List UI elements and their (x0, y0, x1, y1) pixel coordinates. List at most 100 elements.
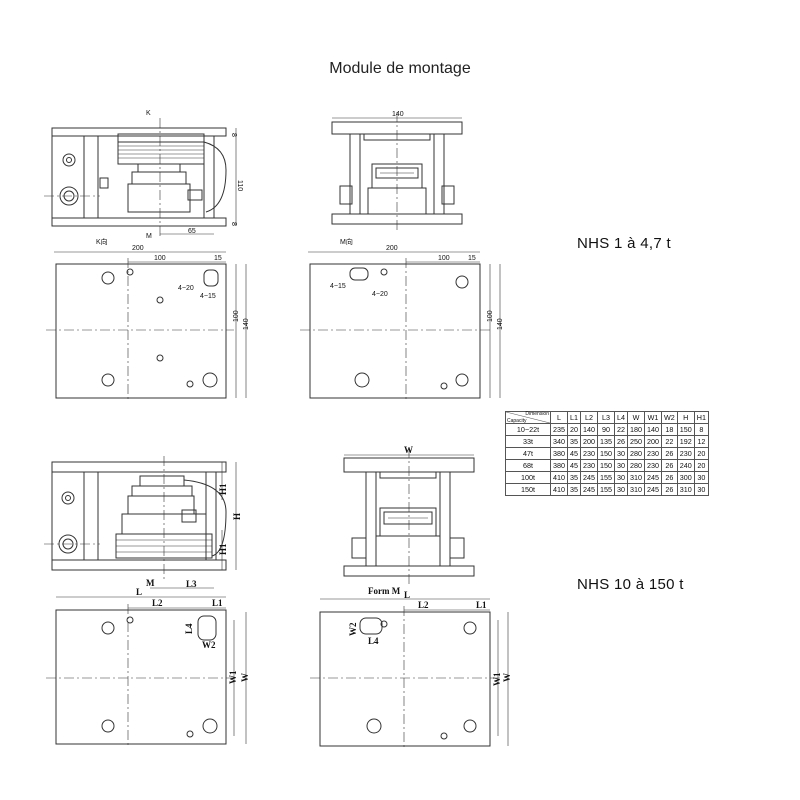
table-cell: 30 (693, 483, 709, 496)
plan-view-large-left: L L2 L1 L4 W2 W1 W (46, 587, 250, 748)
dim-w-left: W (240, 673, 250, 682)
dim-l2-left: L2 (152, 598, 163, 608)
table-cell: 245 (580, 471, 598, 484)
table-cell: 230 (644, 459, 662, 472)
dim-l4-left: L4 (184, 623, 194, 634)
dim-l1-right: L1 (476, 600, 487, 610)
label-small-range: NHS 1 à 4,7 t (577, 235, 671, 252)
corner-diagonal (506, 412, 550, 423)
plan-view-small-k: 200 100 15 4−20 4−15 100 140 (46, 245, 250, 402)
table-cell: 410 (550, 483, 568, 496)
table-cell: 22 (614, 423, 628, 436)
table-header: L (550, 411, 568, 424)
dim-200-left: 200 (132, 245, 144, 252)
table-cell: 45 (567, 459, 581, 472)
table-cell: 192 (676, 435, 695, 448)
table-cell: 26 (661, 471, 678, 484)
table-capacity-cell: 10−22t (505, 423, 551, 436)
dim-100v-left: 100 (233, 310, 240, 322)
table-cell: 30 (614, 459, 628, 472)
dim-100-left: 100 (154, 255, 166, 262)
table-header: H (676, 411, 695, 424)
table-cell: 26 (661, 483, 678, 496)
table-cell: 30 (614, 483, 628, 496)
view-k: K向 (96, 237, 108, 246)
mark-m: M (146, 233, 152, 240)
table-cell: 410 (550, 471, 568, 484)
table-cell: 380 (550, 459, 568, 472)
mark-k: K (146, 110, 151, 117)
dim-140-top: 140 (392, 111, 404, 118)
corner-capacity: Capacity (507, 418, 527, 424)
dim-8-top: 8 (230, 133, 237, 137)
dim-l2-right: L2 (418, 600, 429, 610)
dim-15-right: 15 (468, 255, 476, 262)
table-cell: 245 (580, 483, 598, 496)
table-header: L3 (597, 411, 615, 424)
dim-l4-right: L4 (368, 636, 379, 646)
table-cell: 310 (627, 471, 645, 484)
table-cell: 26 (661, 459, 678, 472)
table-header: L1 (567, 411, 581, 424)
dim-w2-left: W2 (202, 640, 216, 650)
table-cell: 135 (597, 435, 615, 448)
table-cell: 150 (676, 423, 695, 436)
table-cell: 230 (644, 447, 662, 460)
table-cell: 240 (676, 459, 695, 472)
page-title: Module de montage (329, 60, 471, 77)
dim-w2-right: W2 (348, 622, 358, 636)
table-cell: 155 (597, 483, 615, 496)
table-header: W (627, 411, 645, 424)
dim-4-20-right: 4−20 (372, 291, 388, 298)
table-capacity-cell: 100t (505, 471, 551, 484)
table-cell: 26 (661, 447, 678, 460)
table-cell: 35 (567, 471, 581, 484)
table-header: L4 (614, 411, 628, 424)
dim-w1-left: W1 (228, 670, 238, 684)
table-cell: 180 (627, 423, 645, 436)
dim-100v-right: 100 (487, 310, 494, 322)
plan-view-large-right: Form M L L2 L1 W2 L4 W1 W (310, 586, 512, 750)
table-cell: 230 (676, 447, 695, 460)
table-cell: 20 (693, 447, 709, 460)
table-cell: 140 (580, 423, 598, 436)
table-cell: 280 (627, 447, 645, 460)
side-view-large: H1 H H1 L3 M (44, 456, 242, 589)
table-cell: 310 (627, 483, 645, 496)
table-header: H1 (693, 411, 709, 424)
table-cell: 20 (567, 423, 581, 436)
table-cell: 155 (597, 471, 615, 484)
table-header: W2 (661, 411, 678, 424)
table-cell: 26 (614, 435, 628, 448)
dim-l3: L3 (186, 579, 197, 589)
front-view-small: 140 M向 (331, 111, 463, 246)
table-cell: 20 (693, 459, 709, 472)
table-cell: 22 (661, 435, 678, 448)
table-cell: 340 (550, 435, 568, 448)
dim-200-right: 200 (386, 245, 398, 252)
dim-4-15-left: 4−15 (200, 293, 216, 300)
dimension-table: Dimension Capacity L L1 L2 L3 L4 W W1 W2… (505, 411, 709, 496)
dim-h: H (232, 513, 242, 520)
table-cell: 30 (614, 447, 628, 460)
dim-l-left: L (136, 587, 142, 597)
corner-dimension: Dimension (525, 411, 549, 417)
dim-65: 65 (188, 228, 196, 235)
mark-m-large: M (146, 578, 155, 588)
table-cell: 140 (644, 423, 662, 436)
table-header: W1 (644, 411, 662, 424)
table-cell: 230 (580, 459, 598, 472)
table-cell: 310 (676, 483, 695, 496)
table-cell: 35 (567, 435, 581, 448)
table-capacity-cell: 33t (505, 435, 551, 448)
table-cell: 12 (693, 435, 709, 448)
table-cell: 90 (597, 423, 615, 436)
dim-w-right: W (502, 673, 512, 682)
table-cell: 8 (693, 423, 709, 436)
table-capacity-cell: 47t (505, 447, 551, 460)
table-capacity-cell: 150t (505, 483, 551, 496)
